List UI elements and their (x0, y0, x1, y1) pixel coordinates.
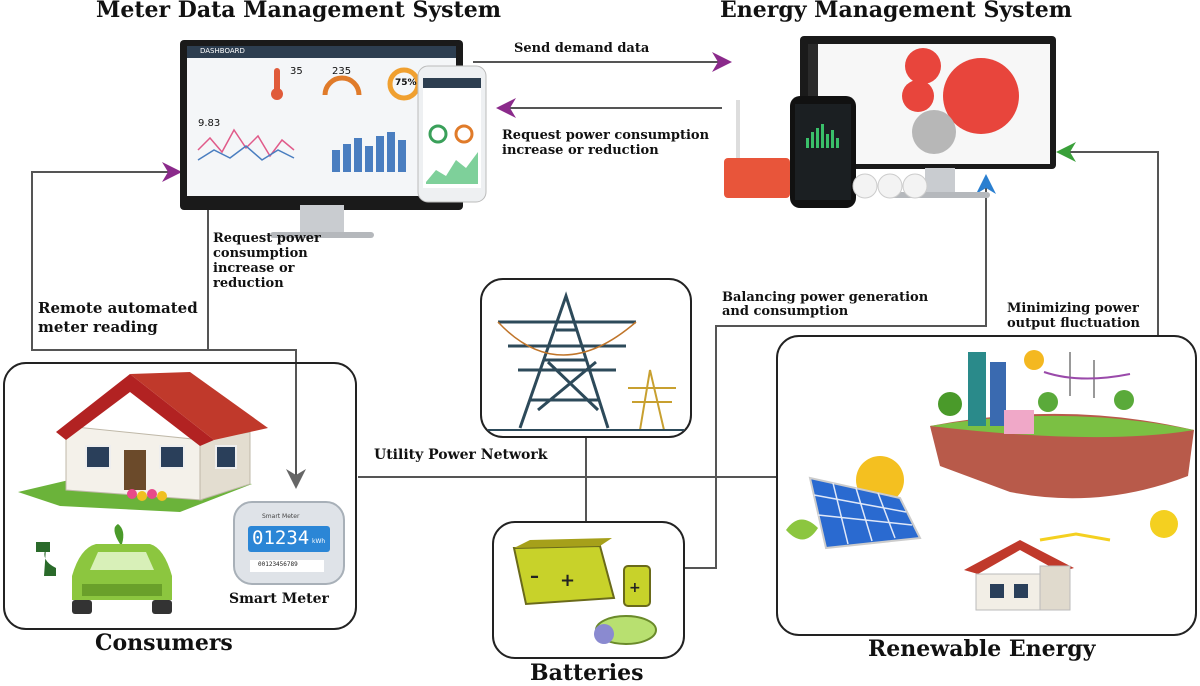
svg-text:+: + (629, 580, 641, 596)
smart-meter-serial: 00123456789 (258, 561, 298, 568)
ems-title: Energy Management System (720, 0, 1072, 23)
mdms-temp-value: 35 (290, 66, 303, 77)
remote-reading-label-line2: meter reading (38, 318, 158, 336)
arrow-request-left (207, 185, 306, 489)
ems-phone (790, 96, 856, 208)
mdms-phone (417, 65, 487, 203)
floating-island-icon (930, 350, 1194, 499)
mdms-title: Meter Data Management System (96, 0, 501, 23)
renewable-energy-title: Renewable Energy (868, 636, 1096, 662)
solar-panel-icon (786, 456, 922, 550)
request-left-label-line1: Request power (213, 231, 321, 246)
smart-meter-label: Smart Meter (229, 591, 329, 607)
solar-house-icon (964, 510, 1178, 611)
svg-text:–: – (530, 566, 539, 587)
utility-network-label: Utility Power Network (374, 447, 548, 463)
arrow-balancing (685, 174, 996, 569)
smart-meter-reading: 01234 (252, 527, 310, 549)
consumers-title: Consumers (95, 630, 233, 656)
smart-meter-brand: Smart Meter (262, 513, 300, 520)
mdms-monitor (180, 40, 463, 238)
request-left-label-line2: consumption (213, 246, 308, 261)
request-left-label-line3: increase or (213, 261, 295, 276)
send-demand-label: Send demand data (514, 41, 650, 56)
svg-text:+: + (560, 570, 575, 591)
request-top-label-line1: Request power consumption (502, 128, 710, 143)
house-icon (18, 372, 268, 512)
mdms-generation-value: 9.83 (198, 118, 221, 129)
balancing-label-line1: Balancing power generation (722, 290, 929, 305)
request-top-label-line2: increase or reduction (502, 143, 659, 158)
smart-meter-icon (233, 501, 345, 585)
arrow-remote-reading (31, 162, 290, 351)
connector-lines (31, 52, 1159, 569)
batteries-title: Batteries (530, 660, 644, 686)
transmission-tower-icon (488, 291, 684, 431)
mdms-screen-header: DASHBOARD (200, 47, 245, 55)
consumers-box (3, 362, 357, 630)
balancing-label-line2: and consumption (722, 304, 849, 319)
minimizing-label-line2: output fluctuation (1007, 316, 1140, 331)
remote-reading-label-line1: Remote automated (38, 299, 198, 317)
request-left-label-line4: reduction (213, 276, 284, 291)
batteries-box (492, 521, 685, 659)
renewable-energy-box (776, 335, 1197, 636)
arrow-minimizing (1056, 142, 1159, 335)
smart-meter-unit: kWh (312, 538, 326, 545)
battery-icon: – + + (512, 538, 657, 645)
utility-network-box (480, 278, 692, 438)
mdms-voltage-value: 235 (332, 66, 352, 77)
electric-car-icon (36, 524, 172, 614)
minimizing-label-line1: Minimizing power (1007, 301, 1139, 316)
ems-hub-device (724, 100, 928, 199)
mdms-load-value: 75% (395, 78, 417, 88)
